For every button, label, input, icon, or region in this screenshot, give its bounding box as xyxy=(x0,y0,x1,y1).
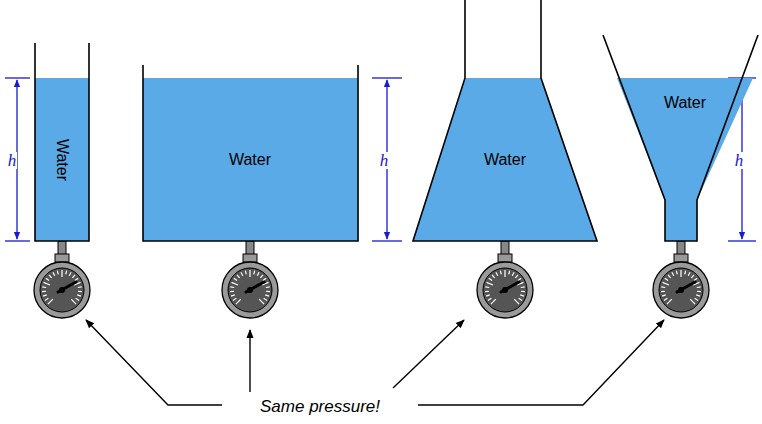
height-label: h xyxy=(379,152,390,169)
water-body: Water xyxy=(617,78,753,241)
pressure-gauge xyxy=(653,241,709,318)
water-fill xyxy=(35,78,89,241)
water-fill xyxy=(413,78,597,241)
water-fill xyxy=(143,78,358,241)
water-label: Water xyxy=(484,152,526,168)
height-label: h xyxy=(7,152,18,169)
note-label: Same pressure! xyxy=(257,398,383,415)
leader-arrows xyxy=(86,320,664,405)
height-label: h xyxy=(734,152,745,169)
pressure-gauge xyxy=(34,241,90,318)
pressure-gauge xyxy=(222,241,278,318)
water-body: Water xyxy=(143,78,358,241)
water-label: Water xyxy=(664,95,706,111)
water-label: Water xyxy=(229,152,271,168)
pressure-gauge xyxy=(477,241,533,318)
water-body: Water xyxy=(413,78,597,241)
water-fill xyxy=(617,78,753,241)
water-label: Water xyxy=(54,139,70,181)
dimension-lines xyxy=(5,78,756,241)
pressure-gauges xyxy=(34,241,709,318)
water-body: Water xyxy=(35,78,89,241)
